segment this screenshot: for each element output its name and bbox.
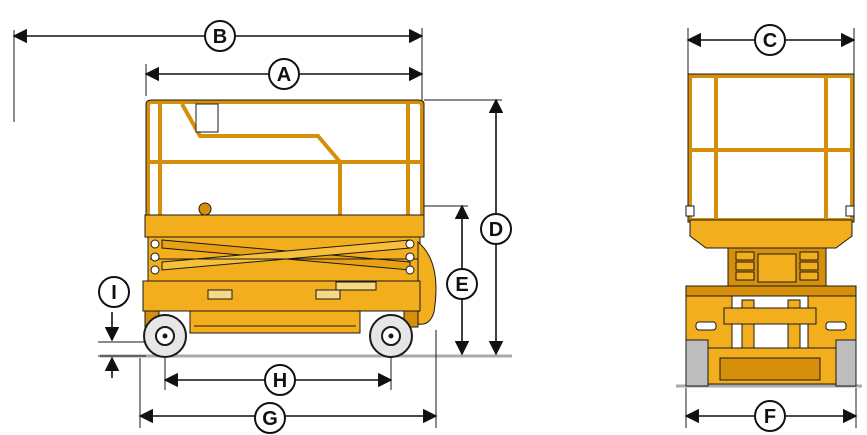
label-b: B: [204, 20, 236, 52]
label-i: I: [98, 276, 130, 308]
front-deck: [689, 219, 853, 249]
label-a: A: [268, 58, 300, 90]
dimension-labels: B A D E I H G C: [98, 20, 786, 434]
rear-wheel: [143, 314, 187, 358]
guardrail-outline: [145, 99, 425, 216]
front-right-tire: [835, 339, 857, 387]
label-f: F: [754, 400, 786, 432]
side-view: [12, 28, 512, 428]
label-g: G: [254, 402, 286, 434]
front-scissor-stack: [727, 247, 827, 287]
front-wheel: [369, 314, 413, 358]
guardrail-clamps: [685, 205, 855, 217]
label-c: C: [754, 24, 786, 56]
front-view: [676, 28, 862, 428]
label-d: D: [480, 213, 512, 245]
label-e: E: [446, 268, 478, 300]
svg-text:F: F: [764, 406, 776, 428]
svg-text:D: D: [489, 219, 503, 241]
scissor-stack: [147, 236, 421, 282]
svg-text:I: I: [111, 282, 117, 304]
svg-text:B: B: [213, 26, 227, 48]
front-bumper: [417, 240, 437, 325]
chassis: [142, 280, 421, 334]
svg-text:H: H: [273, 370, 287, 392]
svg-text:E: E: [455, 274, 468, 296]
front-left-tire: [685, 339, 709, 387]
svg-text:A: A: [277, 64, 291, 86]
label-h: H: [264, 364, 296, 396]
svg-text:C: C: [763, 30, 777, 52]
front-chassis: [685, 285, 857, 385]
front-guardrail: [688, 74, 854, 222]
platform-control-knob: [198, 202, 212, 216]
platform-guardrail: [146, 100, 424, 216]
platform-deck: [144, 214, 425, 238]
svg-text:G: G: [262, 408, 278, 430]
